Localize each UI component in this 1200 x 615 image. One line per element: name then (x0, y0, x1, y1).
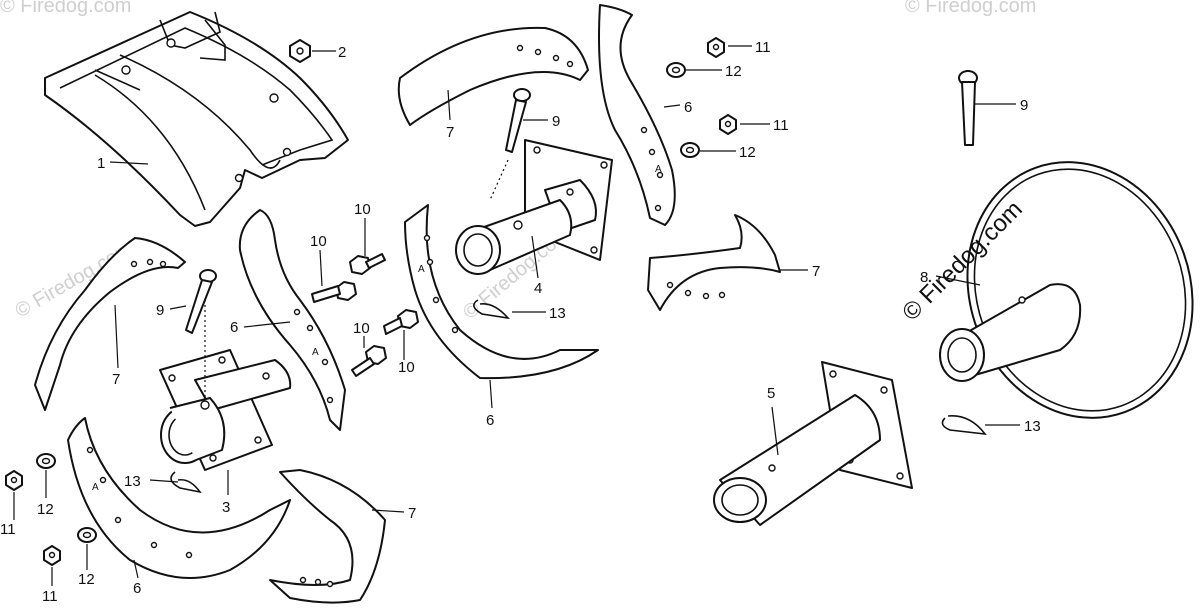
nut-11-left-upper (5, 470, 23, 491)
fender-shield (44, 11, 349, 227)
tine-hub-4 (455, 139, 613, 275)
washer-12-right-upper (666, 62, 686, 78)
nut-11-right-lower (719, 114, 737, 135)
bolt-10-a (349, 253, 386, 275)
callout-1: 1 (97, 155, 105, 172)
bolt-10-b (311, 281, 357, 303)
svg-text:A: A (312, 347, 319, 358)
tine-blade-6-lower-left: A (67, 417, 291, 579)
hitch-pin-9-middle (489, 88, 531, 201)
svg-text:A: A (418, 264, 425, 275)
tine-blade-6-upper-right: A (598, 4, 676, 226)
callout-10-middle: 10 (353, 320, 370, 337)
callout-7-lower: 7 (408, 505, 416, 522)
bolt-10-c (383, 309, 419, 335)
callout-6-middle: 6 (486, 412, 494, 429)
axle-shaft-5 (713, 361, 913, 526)
hair-clip-13-middle (473, 299, 511, 320)
callout-10-bottom: 10 (398, 359, 415, 376)
hitch-pin-9-left (185, 269, 217, 400)
hair-clip-13-left (170, 471, 202, 494)
nut-11-right-upper (707, 37, 725, 58)
callout-2: 2 (338, 44, 346, 61)
callout-7-upper-middle: 7 (446, 124, 454, 141)
bolt-10-d (351, 345, 387, 377)
watermark-faint-top-right: © Firedog.com (905, 0, 1036, 17)
callout-13-middle: 13 (549, 305, 566, 322)
callout-5: 5 (767, 385, 775, 402)
svg-text:A: A (92, 482, 99, 493)
callout-9-left: 9 (156, 302, 164, 319)
callout-13-left: 13 (124, 473, 141, 490)
callout-7-right-middle: 7 (812, 263, 820, 280)
callout-12-left-lower: 12 (78, 571, 95, 588)
callout-8: 8 (920, 269, 928, 286)
washer-12-left-lower (77, 527, 97, 543)
callout-6-upper-right: 6 (684, 99, 692, 116)
watermark-faint-top-left: © Firedog.com (0, 0, 131, 17)
svg-text:A: A (655, 164, 662, 175)
washer-12-right-lower (680, 142, 700, 158)
tine-blade-7-right-middle (647, 214, 781, 311)
callout-12-right-upper: 12 (725, 63, 742, 80)
callout-3: 3 (222, 499, 230, 516)
callout-7-upper-left: 7 (112, 371, 120, 388)
callout-9-right: 9 (1020, 97, 1028, 114)
callout-6-lower-left: 6 (133, 580, 141, 597)
nut-11-left-lower (43, 545, 61, 566)
hitch-pin-9-right (958, 70, 978, 146)
callout-10-top: 10 (354, 201, 371, 218)
nut-2 (289, 39, 311, 63)
callout-12-right-lower: 12 (739, 144, 756, 161)
callout-13-right: 13 (1024, 418, 1041, 435)
washer-12-left-upper (36, 453, 56, 469)
callout-11-right-lower: 11 (773, 117, 789, 134)
callout-11-right-upper: 11 (755, 39, 771, 56)
callout-11-left-upper: 11 (0, 521, 16, 538)
callout-4: 4 (534, 280, 542, 297)
callout-11-left-lower: 11 (42, 588, 58, 605)
tine-blade-6-middle-large: A (404, 204, 599, 380)
callout-9-middle: 9 (552, 113, 560, 130)
tine-blade-7-upper-left (34, 237, 186, 411)
side-plate-8 (939, 161, 1194, 419)
callout-labels: 1 2 3 4 5 6 6 6 6 7 7 7 7 8 9 9 9 10 10 … (0, 39, 1041, 605)
callout-6-left-middle: 6 (230, 319, 238, 336)
tine-blade-7-upper-middle (397, 26, 589, 126)
leader-lines (13, 45, 1020, 586)
tine-blade-6-middle-left: A (238, 209, 346, 431)
tine-hub-3 (159, 349, 292, 471)
callout-10-left: 10 (310, 233, 327, 250)
hair-clip-13-right (941, 415, 987, 436)
tine-blade-7-lower-middle (269, 469, 386, 604)
callout-12-left-upper: 12 (37, 501, 54, 518)
